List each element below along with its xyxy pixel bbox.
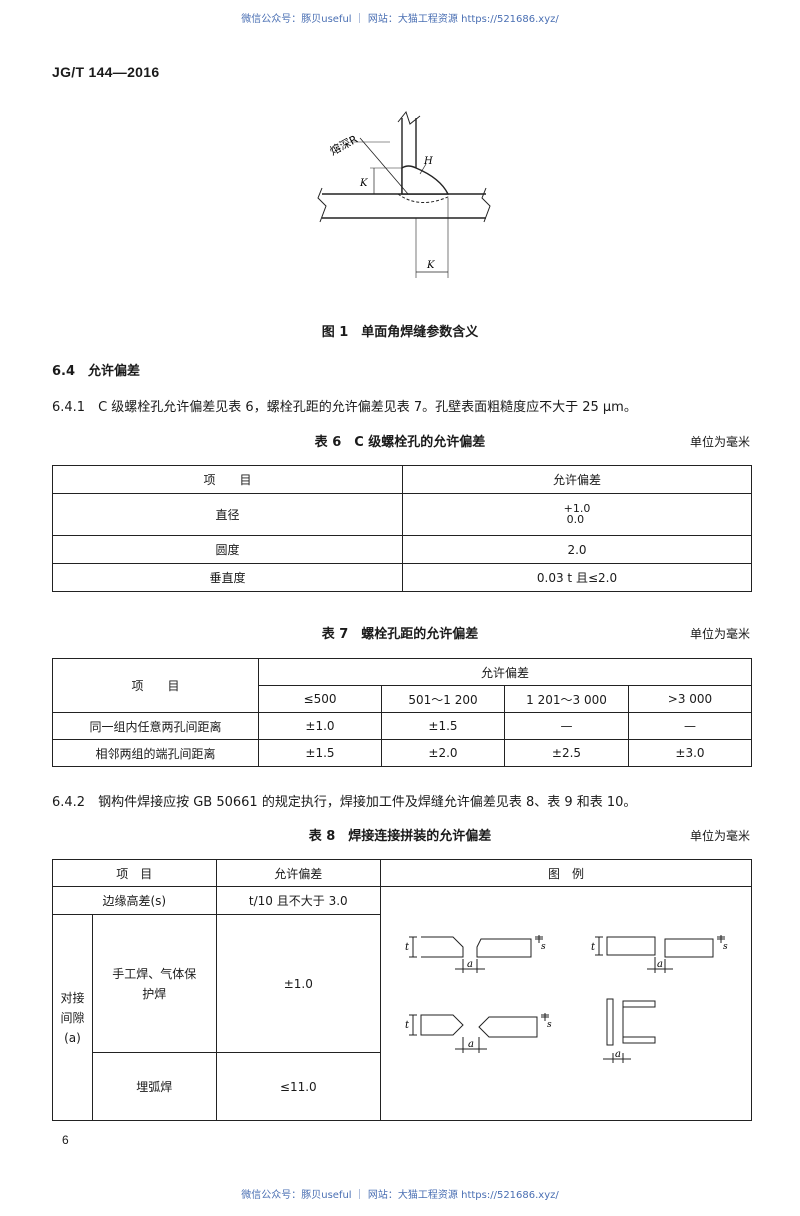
table6: 项 目 允许偏差 直径 +1.0 0.0 圆度 2.0 垂直度 0.03 t 且… <box>52 465 752 592</box>
table-row: 垂直度 0.03 t 且≤2.0 <box>52 563 752 592</box>
fillet-weld-figure: 熔深R H K K <box>317 110 491 278</box>
paragraph-6-4-1: 6.4.1 C 级螺栓孔允许偏差见表 6，螺栓孔距的允许偏差见表 7。孔壁表面粗… <box>52 400 637 415</box>
watermark-bottom: 微信公众号：豚贝useful ｜ 网站：大猫工程资源 https://52168… <box>241 1190 559 1201</box>
tolerance-upper: +1.0 <box>563 502 591 515</box>
row-item: 手工焊、气体保护焊 <box>91 914 217 1053</box>
joint-diagrams: t s a t s a t s a a <box>405 935 728 1063</box>
table-header-row: 项 目 允许偏差 <box>52 658 752 713</box>
row-value: 2.0 <box>402 535 752 564</box>
table-row: 圆度 2.0 <box>52 535 752 564</box>
header-tolerance: 允许偏差 <box>402 465 752 494</box>
table6-caption: 表 6 C 级螺栓孔的允许偏差 <box>314 435 486 450</box>
penetration-line <box>397 193 451 203</box>
row-value: — <box>504 712 629 740</box>
row-item: 边缘高差(s) <box>52 886 217 915</box>
k-horizontal-label: K <box>426 260 435 271</box>
diagram-label-t: t <box>405 1020 410 1031</box>
plate-break-right <box>481 187 491 223</box>
table-row: 边缘高差(s) t/10 且不大于 3.0 <box>52 886 752 1121</box>
table-row: 埋弧焊 ≤11.0 <box>53 1052 752 1121</box>
weld-bead <box>401 165 450 195</box>
diagram-label-a: a <box>468 1039 474 1050</box>
row-value: +1.0 0.0 <box>402 493 752 536</box>
tolerance-stack: +1.0 0.0 <box>564 503 591 525</box>
row-value: ±1.5 <box>258 739 382 767</box>
header-tolerance: 允许偏差 <box>215 859 382 887</box>
header-diagram: 图 例 <box>380 859 752 887</box>
plate-break-left <box>317 187 327 223</box>
row-value: ≤11.0 <box>215 1052 382 1121</box>
row-value: ±2.5 <box>504 739 629 767</box>
table-row: 直径 +1.0 0.0 <box>52 493 752 536</box>
row-item: 同一组内任意两孔间距离 <box>52 712 259 740</box>
joint-diagram-tee <box>603 998 656 1063</box>
table6-unit: 单位为毫米 <box>689 435 750 449</box>
header-item: 项 目 <box>52 859 217 887</box>
table-header-row: 项 目 允许偏差 <box>52 465 752 494</box>
watermark-top: 微信公众号：豚贝useful ｜ 网站：大猫工程资源 https://52168… <box>241 14 559 25</box>
subheader-cell: >3 000 <box>628 685 752 713</box>
joint-diagram-bevel <box>409 935 543 973</box>
page-number: 6 <box>62 1133 69 1147</box>
row-value: ±2.0 <box>381 739 505 767</box>
joint-diagram-double-bevel <box>409 1013 549 1053</box>
figure-caption: 图 1 单面角焊缝参数含义 <box>321 325 479 340</box>
header-tolerance: 允许偏差 <box>258 658 752 686</box>
row-value: ±1.0 <box>215 914 382 1053</box>
diagram-label-a: a <box>615 1049 621 1060</box>
row-value: ±1.0 <box>258 712 382 740</box>
row-item: 直径 <box>52 493 403 536</box>
subheader-cell: 1 201～3 000 <box>504 685 629 713</box>
row-value: t/10 且不大于 3.0 <box>215 886 382 915</box>
row-item: 相邻两组的端孔间距离 <box>52 739 259 767</box>
row-item: 圆度 <box>52 535 403 564</box>
table-header-row: 项 目 允许偏差 图 例 <box>52 859 752 887</box>
row-item: 埋弧焊 <box>91 1052 217 1121</box>
table7-unit: 单位为毫米 <box>689 627 750 641</box>
table7-caption: 表 7 螺栓孔距的允许偏差 <box>321 627 479 642</box>
k-vertical-label: K <box>359 178 368 189</box>
diagram-label-t: t <box>591 942 596 953</box>
diagram-label-a: a <box>657 959 663 970</box>
row-value: ±1.5 <box>381 712 505 740</box>
diagram-label-s: s <box>547 1020 552 1030</box>
depth-label: 熔深R <box>327 132 360 158</box>
row-value: 0.03 t 且≤2.0 <box>402 563 752 592</box>
tolerance-lower: 0.0 <box>566 513 585 526</box>
row-value: ±3.0 <box>628 739 752 767</box>
table-row: 同一组内任意两孔间距离 ±1.0 ±1.5 — — <box>52 712 752 740</box>
group-label: 对接间隙(a) <box>52 914 93 1121</box>
table8: 项 目 允许偏差 图 例 边缘高差(s) t/10 且不大于 3.0 <box>52 859 752 1121</box>
table8-unit: 单位为毫米 <box>689 829 750 843</box>
diagram-label-t: t <box>405 942 410 953</box>
depth-leader <box>359 137 409 195</box>
subheader-cell: 501～1 200 <box>381 685 505 713</box>
web-break <box>397 110 421 125</box>
subheader-cell: ≤500 <box>258 685 382 713</box>
diagram-cell: t s a t s a t s a a <box>380 886 752 1121</box>
header-item: 项 目 <box>52 658 259 713</box>
joint-diagram-square <box>595 935 725 973</box>
h-label: H <box>423 156 433 167</box>
table8-caption: 表 8 焊接连接拼装的允许偏差 <box>308 829 492 844</box>
table7: 项 目 允许偏差 ≤500 501～1 200 1 201～3 000 >3 0… <box>52 658 752 767</box>
diagram-label-a: a <box>467 959 473 970</box>
table-subheader-row: ≤500 501～1 200 1 201～3 000 >3 000 <box>53 685 752 713</box>
section-heading: 6.4 允许偏差 <box>52 364 141 379</box>
standard-code: JG/T 144—2016 <box>52 64 160 80</box>
row-value: — <box>628 712 752 740</box>
diagram-label-s: s <box>541 942 546 952</box>
paragraph-6-4-2: 6.4.2 钢构件焊接应按 GB 50661 的规定执行，焊接加工件及焊缝允许偏… <box>52 795 637 810</box>
diagram-label-s: s <box>723 942 728 952</box>
row-item: 垂直度 <box>52 563 403 592</box>
header-item: 项 目 <box>52 465 403 494</box>
table-row: 对接间隙(a) 手工焊、气体保护焊 ±1.0 <box>52 914 752 1121</box>
table-row: 相邻两组的端孔间距离 ±1.5 ±2.0 ±2.5 ±3.0 <box>52 739 752 767</box>
